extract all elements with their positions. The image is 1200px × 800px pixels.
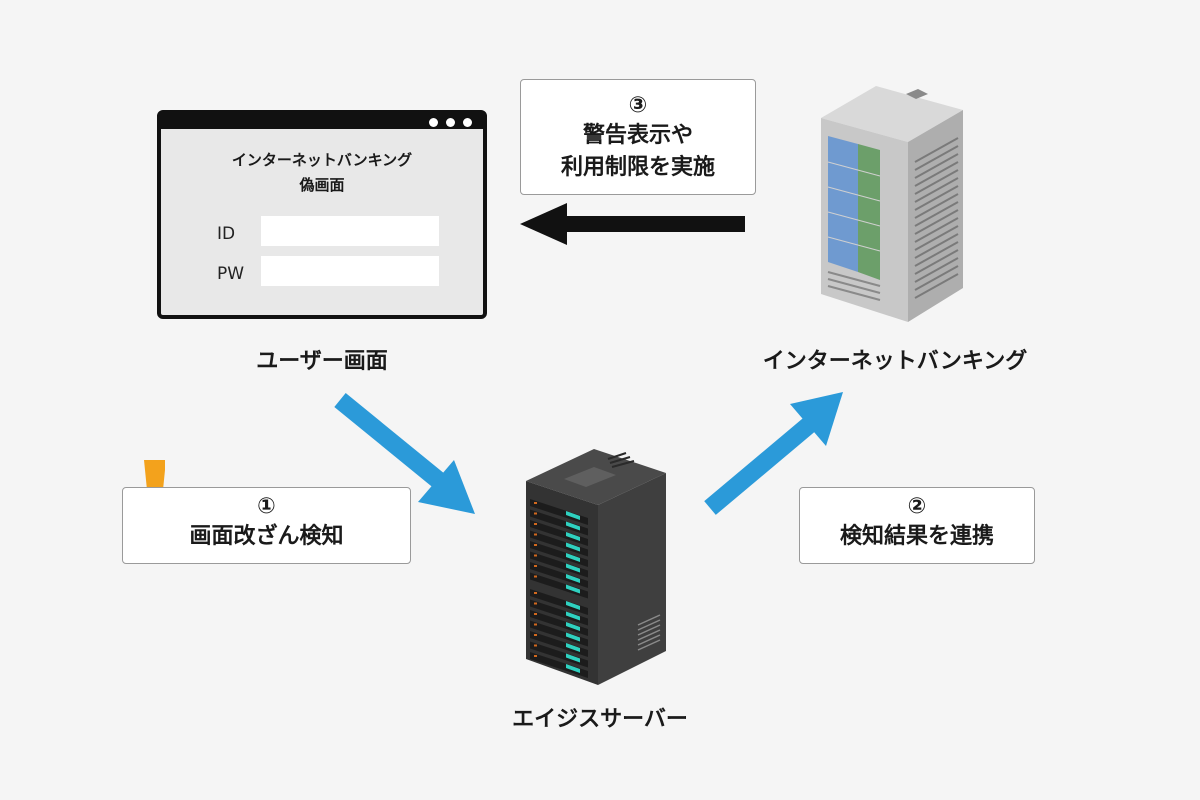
internet-banking-caption: インターネットバンキング xyxy=(762,349,1028,374)
rack-slot xyxy=(530,499,588,525)
rack-slot xyxy=(530,572,588,599)
rack-led-icon xyxy=(566,532,580,541)
rack-status-led-icon xyxy=(534,644,537,647)
browser-title-line2: 偽画面 xyxy=(299,176,345,194)
server-rack-slots xyxy=(530,499,588,678)
rack-status-led-icon xyxy=(534,512,537,515)
rack-led-icon xyxy=(566,574,580,583)
step2-text: 検知結果を連携 xyxy=(839,524,994,549)
rack-slot xyxy=(530,620,588,647)
window-dot-icon xyxy=(446,118,455,127)
rack-slot xyxy=(530,589,588,615)
step3-number: ③ xyxy=(628,93,648,118)
step1-text: 画面改ざん検知 xyxy=(189,524,344,549)
rack-status-led-icon xyxy=(534,602,537,605)
browser-title-bar xyxy=(161,114,483,129)
rack-status-led-icon xyxy=(534,523,537,525)
rack-slot xyxy=(530,530,588,557)
rack-led-icon xyxy=(566,542,580,552)
rack-status-led-icon xyxy=(534,533,537,536)
rack-status-led-icon xyxy=(534,623,537,626)
rack-slot xyxy=(530,509,588,536)
rack-slot xyxy=(530,520,588,546)
aegis-server-icon xyxy=(526,449,666,685)
rack-led-icon xyxy=(566,521,580,531)
rack-slot xyxy=(530,562,588,588)
blue-arrow-down-right-icon xyxy=(334,393,475,514)
window-dot-icon xyxy=(463,118,472,127)
rack-led-icon xyxy=(566,563,580,573)
internet-banking-server-icon xyxy=(821,86,963,322)
step3-text-line2: 利用制限を実施 xyxy=(560,155,715,180)
rack-led-icon xyxy=(566,553,580,562)
pw-input[interactable] xyxy=(261,256,439,286)
rack-status-led-icon xyxy=(534,575,537,578)
step1-callout: ① 画面改ざん検知 xyxy=(122,487,411,564)
rack-slot xyxy=(530,631,588,657)
rack-led-icon xyxy=(566,653,580,663)
rack-led-icon xyxy=(566,632,580,642)
blue-arrow-up-right-icon xyxy=(704,392,843,515)
rack-slot xyxy=(530,652,588,678)
aegis-server-caption: エイジスサーバー xyxy=(512,707,688,732)
step1-number: ① xyxy=(257,494,276,519)
id-input[interactable] xyxy=(261,216,439,246)
rack-status-led-icon xyxy=(534,544,537,546)
rack-led-icon xyxy=(566,622,580,631)
step3-text-line1: 警告表示や xyxy=(582,123,693,148)
id-label: ID xyxy=(217,224,236,244)
user-screen-caption: ユーザー画面 xyxy=(256,349,388,374)
rack-led-icon xyxy=(566,643,580,652)
rack-slot xyxy=(530,610,588,636)
rack-slot xyxy=(530,599,588,626)
rack-status-led-icon xyxy=(534,634,537,636)
rack-status-led-icon xyxy=(534,592,537,594)
rack-status-led-icon xyxy=(534,565,537,567)
rack-slot xyxy=(530,541,588,567)
black-arrow-icon xyxy=(520,203,745,245)
step2-callout: ② 検知結果を連携 xyxy=(799,487,1035,564)
rack-status-led-icon xyxy=(534,655,537,657)
rack-status-led-icon xyxy=(534,613,537,615)
rack-led-icon xyxy=(566,611,580,621)
rack-led-icon xyxy=(566,511,580,520)
step3-callout: ③ 警告表示や 利用制限を実施 xyxy=(520,79,756,195)
rack-status-led-icon xyxy=(534,554,537,557)
step2-number: ② xyxy=(907,494,927,519)
window-dot-icon xyxy=(429,118,438,127)
rack-led-icon xyxy=(566,584,580,594)
fake-browser-window: インターネットバンキング 偽画面 ID PW xyxy=(157,110,487,319)
rack-slot xyxy=(530,641,588,668)
rack-led-icon xyxy=(566,601,580,610)
rack-slot xyxy=(530,551,588,578)
pw-label: PW xyxy=(217,264,245,284)
rack-status-led-icon xyxy=(534,502,537,504)
rack-led-icon xyxy=(566,664,580,673)
browser-title-line1: インターネットバンキング xyxy=(231,151,413,169)
